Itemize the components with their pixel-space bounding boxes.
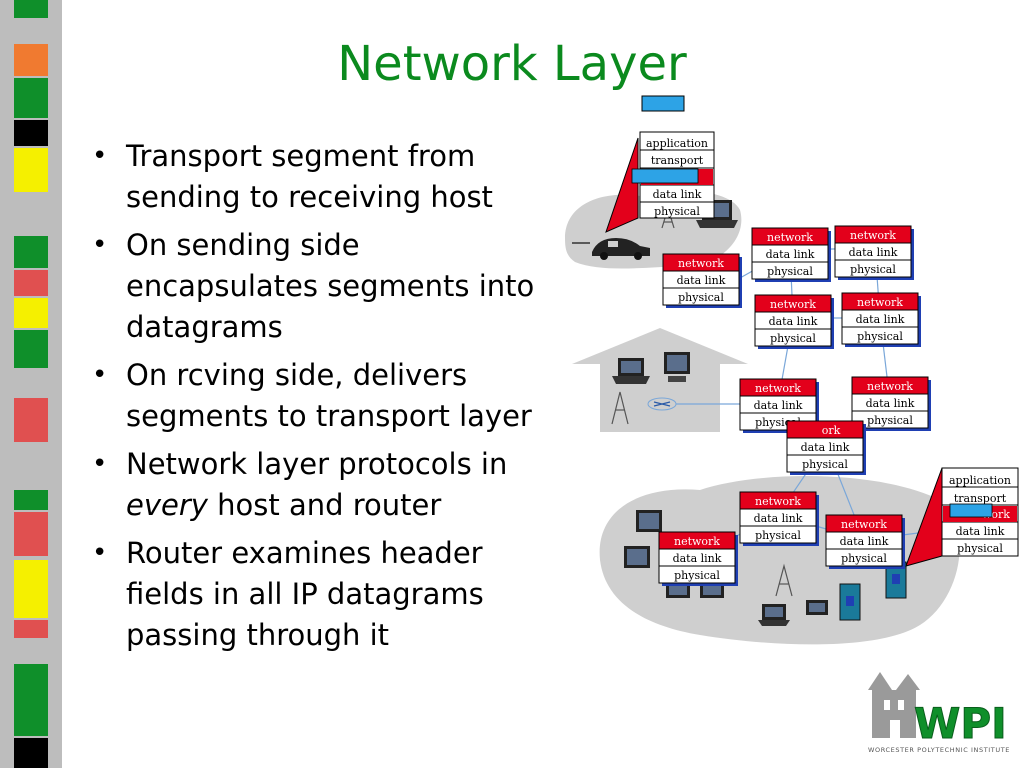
home-network-house: [572, 328, 748, 432]
bullet-item: •Router examines header fields in all IP…: [88, 533, 548, 656]
layer-network: network: [755, 495, 801, 508]
layer-network: network: [857, 296, 903, 309]
building-emblem-icon: [868, 672, 920, 738]
bullet-list: •Transport segment from sending to recei…: [88, 136, 548, 663]
layer-data-link: data link: [840, 535, 889, 548]
router-stack: network data link physical: [751, 227, 831, 282]
decorative-color-stripe: [0, 0, 62, 768]
layer-physical: physical: [850, 263, 896, 276]
router-stack: network data link physical: [825, 514, 905, 569]
layer-data-link: data link: [673, 552, 722, 565]
wpi-logo-subtitle: WORCESTER POLYTECHNIC INSTITUTE: [868, 746, 1010, 754]
layer-physical: physical: [755, 529, 801, 542]
layer-physical: physical: [957, 542, 1003, 555]
layer-data-link: data link: [754, 399, 803, 412]
layer-data-link: data link: [856, 313, 905, 326]
layer-application: application: [646, 137, 708, 150]
layer-physical: physical: [767, 265, 813, 278]
desktop-computer-icon: [624, 546, 650, 568]
router-stack: network data link physical: [662, 253, 742, 308]
bullet-dot: •: [92, 360, 108, 390]
layer-transport: transport: [651, 154, 704, 167]
router-stack: network data link physical: [851, 376, 931, 431]
layer-physical: physical: [770, 332, 816, 345]
layer-data-link: data link: [769, 315, 818, 328]
layer-data-link: data link: [677, 274, 726, 287]
wireless-tower-icon: [775, 563, 793, 597]
desktop-computer-icon: [664, 352, 690, 382]
bullet-item: •On rcving side, delivers segments to tr…: [88, 355, 548, 437]
layer-data-link: data link: [866, 397, 915, 410]
layer-data-link: data link: [849, 246, 898, 259]
wpi-logo-text: WPI: [914, 699, 1007, 748]
layer-physical: physical: [867, 414, 913, 427]
layer-application: application: [949, 474, 1011, 487]
wpi-logo: WPI WORCESTER POLYTECHNIC INSTITUTE: [868, 672, 1010, 754]
layer-transport: transport: [954, 492, 1007, 505]
layer-network-partial: ork: [822, 424, 841, 437]
datagram-packet: [641, 95, 685, 112]
wireless-tower-icon: [611, 391, 629, 425]
router-stack: network data link physical: [834, 225, 914, 280]
router-stack: network data link physical: [754, 294, 834, 349]
bullet-dot: •: [92, 230, 108, 260]
layer-physical: physical: [674, 569, 720, 582]
layer-physical: physical: [841, 552, 887, 565]
layer-network: network: [850, 229, 896, 242]
host-stack-destination: application transport work data link phy…: [941, 467, 1019, 557]
router-stacks: network data link physical network data link…: [658, 225, 931, 586]
layer-network: network: [755, 382, 801, 395]
bullet-dot: •: [92, 141, 108, 171]
layer-physical: physical: [654, 205, 700, 218]
router-stack: ork data link physical: [786, 420, 866, 475]
layer-physical: physical: [857, 330, 903, 343]
layer-network: network: [867, 380, 913, 393]
layer-network: network: [770, 298, 816, 311]
layer-network: network: [678, 257, 724, 270]
router-stack: network data link physical: [658, 531, 738, 586]
layer-data-link: data link: [766, 248, 815, 261]
slide-title: Network Layer: [337, 36, 687, 92]
layer-network: network: [674, 535, 720, 548]
layer-data-link: data link: [653, 188, 702, 201]
callout-wedge-source: [605, 137, 639, 233]
home-router-icon: [647, 397, 677, 411]
laptop-icon: [758, 600, 828, 626]
router-stack: network data link physical: [739, 491, 819, 546]
router-stack: network data link physical: [841, 292, 921, 347]
layer-network: network: [767, 231, 813, 244]
bullet-dot: •: [92, 538, 108, 568]
desktop-computer-icon: [636, 510, 662, 532]
host-stack-source: application transport data link physical: [631, 131, 715, 219]
bullet-item: •Transport segment from sending to recei…: [88, 136, 548, 218]
layer-data-link: data link: [754, 512, 803, 525]
layer-network: network: [841, 518, 887, 531]
layer-physical: physical: [802, 458, 848, 471]
car-icon: [572, 238, 650, 260]
layer-physical: physical: [678, 291, 724, 304]
bullet-item: •On sending side encapsulates segments i…: [88, 225, 548, 348]
bullet-dot: •: [92, 449, 108, 479]
laptop-icon: [612, 358, 650, 384]
layer-data-link: data link: [801, 441, 850, 454]
bullet-item: •Network layer protocols in every host a…: [88, 444, 548, 526]
layer-data-link: data link: [956, 525, 1005, 538]
